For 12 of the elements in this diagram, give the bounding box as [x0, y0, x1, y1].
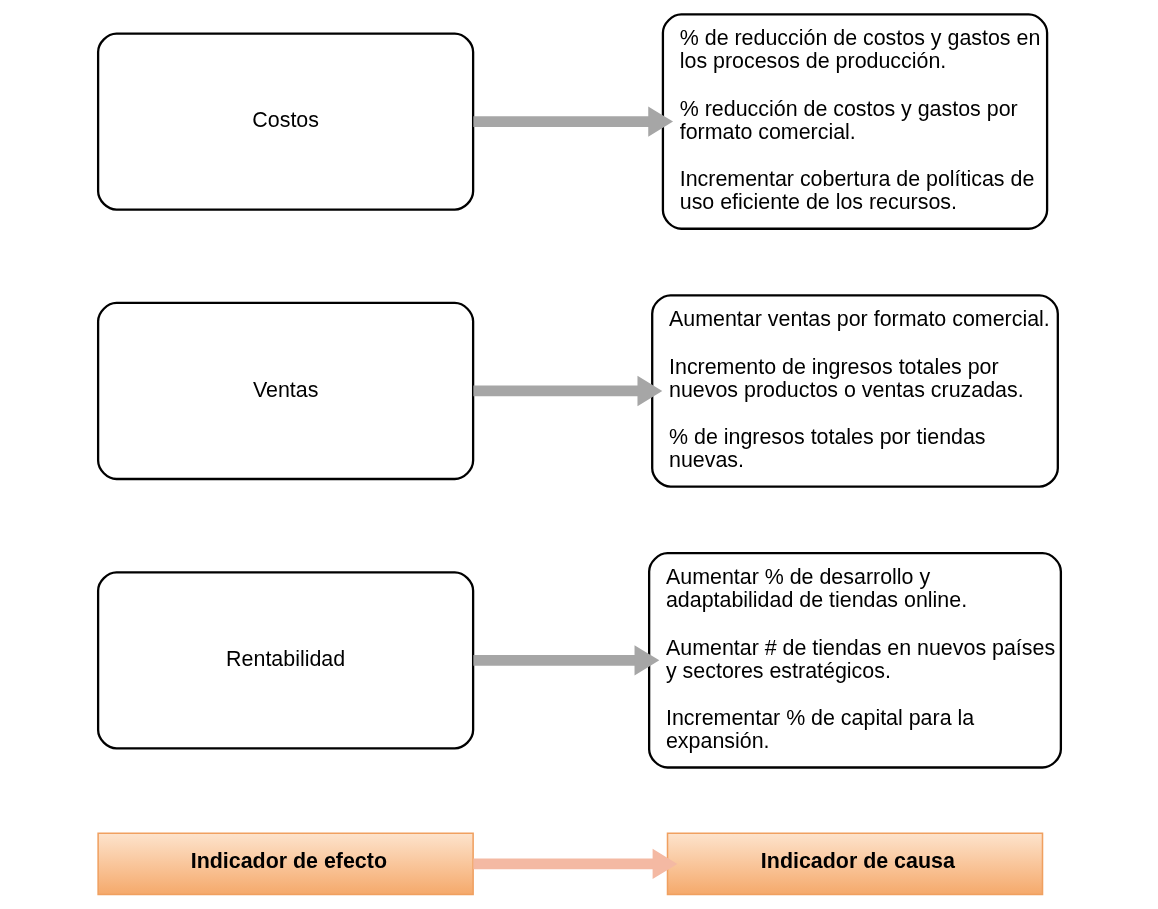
node-box: Aumentar ventas por formato comercial. Incremento de ingresos totales por nuevos productos o ventas cruzadas. % de ingresos totales por tiendas nuevas. — [650, 294, 1059, 488]
node-box: Ventas — [96, 301, 474, 481]
node-box: Costos — [96, 32, 474, 211]
node-box: Indicador de efecto — [96, 832, 474, 896]
arrow — [472, 645, 659, 676]
node-box: Rentabilidad — [96, 571, 474, 750]
node-box: Aumentar % de desarrollo y adaptabilidad de tiendas online. Aumentar # de tiendas en nuevos países y sectores estratégicos. Incrementar % de capital para la expansión. — [647, 552, 1062, 769]
node-box: Indicador de causa — [666, 832, 1043, 896]
node-box: % de reducción de costos y gastos en los procesos de producción. % reducción de costos y gastos por formato comercial. Incrementar cobertura de políticas de uso eficiente de los recursos. — [661, 13, 1048, 230]
arrow — [472, 106, 673, 137]
arrow — [472, 848, 677, 880]
arrow — [472, 375, 662, 407]
